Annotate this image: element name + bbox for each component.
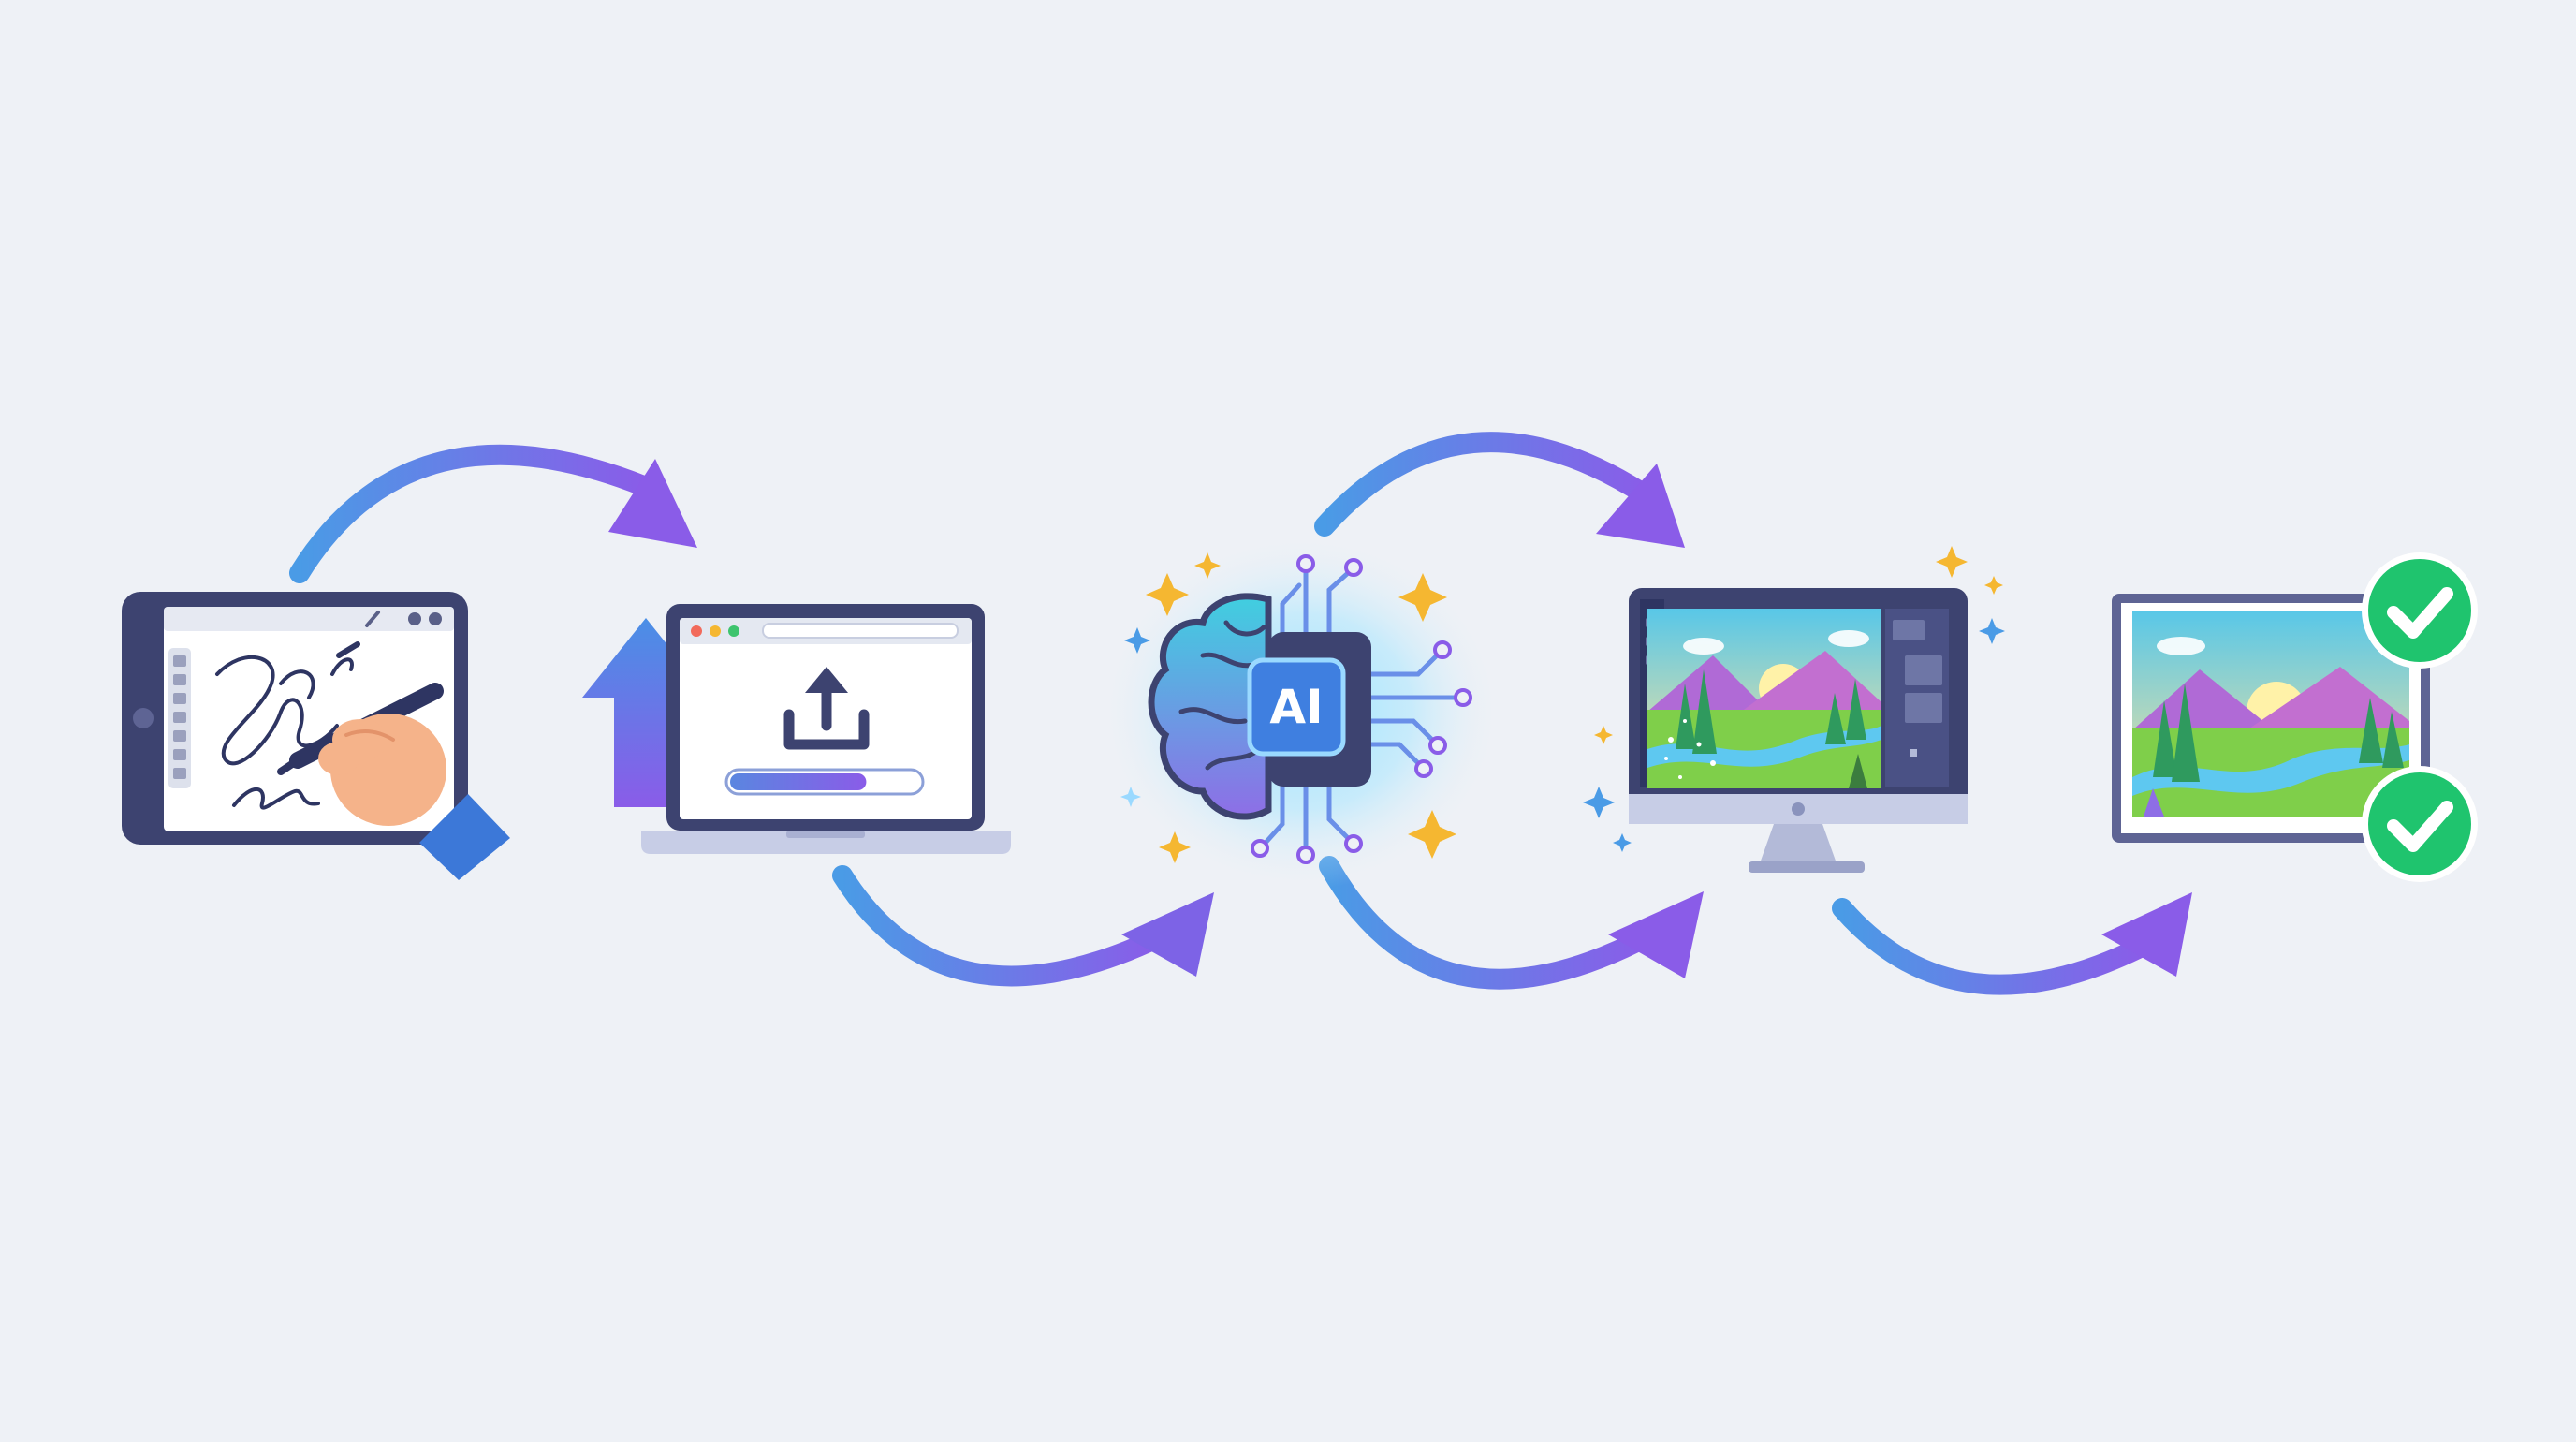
landscape-picture-icon	[2112, 594, 2430, 843]
editor-canvas-landscape	[1647, 609, 1881, 788]
laptop-upload-icon	[641, 604, 1011, 854]
monitor-stand	[1760, 824, 1837, 863]
arrow-tablet-to-laptop	[289, 444, 697, 583]
sparkle-icon	[1984, 576, 2003, 595]
window-close-dot	[691, 625, 702, 637]
sparkle-icon	[1120, 787, 1141, 807]
tablet-toolbar	[164, 607, 454, 631]
sparkle-icon	[1159, 831, 1191, 863]
sparkle-icon	[1936, 546, 1968, 578]
sparkle-icon	[1613, 833, 1632, 852]
laptop-base	[641, 831, 1011, 854]
sparkle-icon	[1583, 787, 1615, 818]
arrow-editor-to-result	[1832, 892, 2192, 995]
sparkle-icon	[1979, 618, 2005, 644]
ai-chip	[1247, 657, 1346, 757]
sparkle-icon	[1146, 573, 1189, 616]
ai-brain-chip-icon: AI	[1100, 534, 1502, 890]
hand-sleeve	[419, 794, 510, 880]
desktop-editor-icon	[1629, 588, 1968, 873]
sketch-strokes	[215, 655, 354, 810]
circuit-nodes	[1251, 554, 1472, 864]
address-bar	[762, 623, 959, 639]
upload-progress-fill	[730, 773, 867, 790]
stylus-hand-icon	[277, 641, 510, 880]
arrow-ai-to-editor-top	[1314, 432, 1685, 548]
sparkle-icon	[1398, 573, 1447, 622]
arrow-laptop-to-ai	[832, 865, 1214, 987]
sparkle-icon	[1124, 627, 1150, 654]
sparkles-editor	[1583, 546, 2005, 852]
arrow-ai-to-editor-bottom	[1319, 856, 1704, 990]
check-circle-icon	[2362, 552, 2478, 669]
flow-arrows	[289, 432, 2192, 995]
ai-chip-label: AI	[1269, 680, 1323, 734]
sparkles-ai	[1120, 552, 1456, 863]
circuit-traces	[1263, 568, 1458, 850]
sparkle-icon	[1194, 552, 1221, 579]
editor-layer-thumb	[1905, 655, 1942, 685]
sparkle-icon	[1408, 810, 1456, 859]
editor-sparkle-dust	[1664, 719, 1716, 779]
check-circle-icon	[2362, 766, 2478, 882]
editor-layer-thumb	[1893, 620, 1925, 640]
window-maximize-dot	[728, 625, 739, 637]
sparkle-icon	[1594, 726, 1613, 744]
editor-layer-thumb	[1905, 693, 1942, 723]
tablet-home-button	[133, 708, 154, 728]
window-minimize-dot	[710, 625, 721, 637]
